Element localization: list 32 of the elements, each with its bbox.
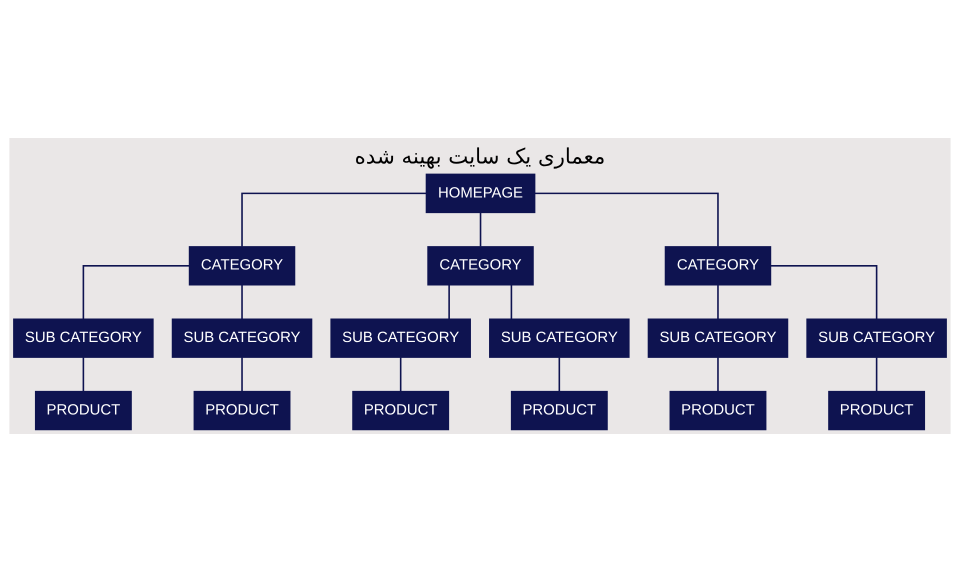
node-box: CATEGORY (188, 246, 296, 286)
connector (876, 358, 878, 392)
connector (717, 285, 719, 319)
node-box: PRODUCT (352, 390, 450, 430)
node-box: SUB CATEGORY (489, 318, 630, 358)
node-box: SUB CATEGORY (806, 318, 947, 358)
node-box: CATEGORY (664, 246, 772, 286)
connector (241, 192, 426, 246)
connector (82, 264, 190, 319)
node-box: PRODUCT (828, 390, 926, 430)
connector (400, 358, 402, 392)
connector (448, 285, 450, 319)
diagram-title: معماری یک سایت بهینه شده (354, 144, 606, 170)
node-box: CATEGORY (427, 246, 534, 286)
node-box: SUB CATEGORY (13, 318, 154, 358)
connector (241, 358, 243, 392)
node-box: HOMEPAGE (426, 174, 536, 214)
connector (480, 212, 482, 246)
connector (770, 264, 878, 319)
connector (510, 285, 512, 319)
node-box: PRODUCT (510, 390, 608, 430)
node-box: PRODUCT (670, 390, 766, 430)
node-box: SUB CATEGORY (330, 318, 471, 358)
connector (82, 358, 84, 392)
connector (558, 358, 560, 392)
connector (535, 192, 719, 246)
node-box: PRODUCT (34, 390, 132, 430)
connector (241, 285, 243, 319)
connector (717, 358, 719, 392)
node-box: SUB CATEGORY (648, 318, 788, 358)
node-box: SUB CATEGORY (172, 318, 312, 358)
node-box: PRODUCT (194, 390, 290, 430)
